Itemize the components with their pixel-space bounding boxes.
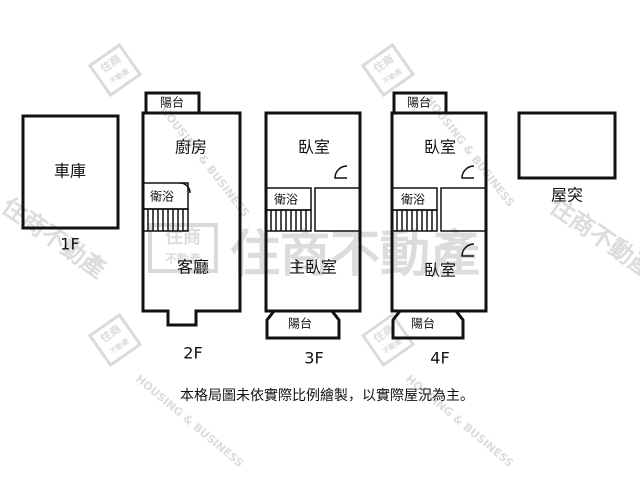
floor-3f: 臥室 衛浴 主臥室 陽台 3F	[264, 111, 362, 368]
living-room-label: 客廳	[177, 258, 209, 277]
staircase-4f	[391, 209, 438, 232]
floor-label-4f: 4F	[430, 349, 449, 368]
floor-label-3f: 3F	[304, 349, 323, 368]
roof-label: 屋突	[551, 186, 583, 205]
floor-label-2f: 2F	[183, 344, 202, 363]
bedroom-3f-label: 臥室	[298, 138, 330, 157]
bathroom-3f-label: 衛浴	[274, 193, 298, 207]
staircase-2f	[142, 208, 189, 232]
garage-room	[21, 114, 120, 230]
bathroom-2f-label: 衛浴	[150, 190, 174, 204]
roof-room	[517, 111, 617, 180]
roof-structure: 屋突	[517, 111, 617, 205]
balcony-3f-label: 陽台	[288, 316, 312, 331]
floor-label-1f: 1F	[60, 235, 79, 254]
floor-2f: 陽台 廚房 衛浴 客廳 2F	[141, 91, 242, 363]
floor-2f-outline	[141, 111, 242, 327]
closet-3f	[314, 187, 361, 232]
door-swing-4f-top	[461, 165, 475, 179]
kitchen-label: 廚房	[175, 138, 207, 157]
balcony-4f-top-label: 陽台	[407, 95, 431, 110]
watermark-english-3: HOUSING & BUSINESS	[133, 372, 246, 470]
watermark-brand-right: 住商不動產	[545, 192, 640, 284]
balcony-4f-bottom	[391, 309, 465, 340]
balcony-4f-bottom-label: 陽台	[411, 316, 435, 331]
master-bedroom-label: 主臥室	[289, 258, 337, 277]
bedroom-4f-top-label: 臥室	[424, 138, 456, 157]
bathroom-4f-label: 衛浴	[401, 193, 425, 207]
disclaimer-note: 本格局圖未依實際比例繪製，以實際屋況為主。	[180, 387, 474, 404]
watermark-english-4: HOUSING & BUSINESS	[403, 372, 516, 470]
watermark-logo-1: 住商 不動產	[87, 42, 143, 98]
balcony-3f	[265, 309, 341, 340]
balcony-2f-label: 陽台	[160, 95, 184, 110]
watermark-logo-4: 住商 不動產	[360, 312, 416, 368]
garage-label: 車庫	[54, 162, 86, 181]
watermark-brand-center: 住商不動產	[230, 225, 480, 283]
closet-4f	[440, 187, 487, 232]
bedroom-4f-bottom-label: 臥室	[424, 261, 456, 280]
floor-1f: 車庫 1F	[21, 114, 120, 254]
floor-4f: 陽台 臥室 衛浴 臥室 陽台 4F	[390, 91, 488, 368]
door-swing-3f	[334, 165, 348, 179]
watermark-logo-2: 住商 不動產	[360, 42, 416, 98]
staircase-3f	[265, 209, 312, 232]
watermark-brand-left: 住商不動產	[0, 192, 111, 284]
door-swing-4f-bottom	[461, 243, 475, 257]
watermark-logo-bottom: 不動產	[165, 251, 201, 266]
watermark-logo-3: 住商 不動產	[87, 312, 143, 368]
door-swing-2f	[179, 182, 191, 194]
